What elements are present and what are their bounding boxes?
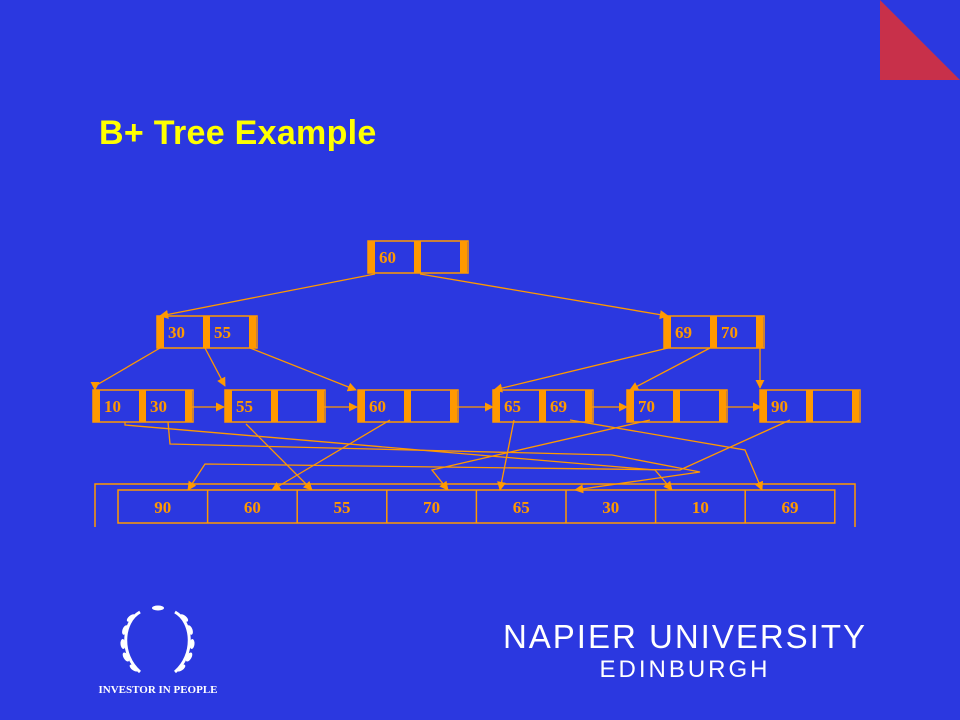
record-ptr-55: [245, 423, 313, 491]
record-ptr-90: [187, 419, 791, 491]
corner-fold-icon: [880, 0, 960, 80]
tree-nodes: 60 30 55 69 70 10 30 55 60 65 69 70 90: [92, 240, 861, 423]
record-cell: 10: [692, 498, 709, 517]
record-ptr-65: [497, 419, 515, 491]
leaf-node: 65 69: [492, 389, 594, 423]
leaf-node: 90: [759, 389, 861, 423]
node-key: 69: [675, 323, 692, 342]
node-key: 55: [214, 323, 231, 342]
record-cell: 55: [334, 498, 351, 517]
node-key: 55: [236, 397, 253, 416]
internal-node: 69 70: [663, 315, 765, 349]
root-node: 60: [367, 240, 469, 274]
record-cell: 69: [782, 498, 799, 517]
record-ptr-30: [167, 421, 701, 494]
node-key: 65: [504, 397, 521, 416]
leaf-node: 60: [357, 389, 459, 423]
record-file: 90 60 55 70 65 30 10 69: [117, 489, 836, 524]
edge-root-right: [419, 273, 669, 320]
leaf-node: 70: [626, 389, 728, 423]
internal-node: 30 55: [156, 315, 258, 349]
edge-int1-leaf2: [204, 347, 226, 387]
node-key: 10: [104, 397, 121, 416]
edge-int1-leaf1: [90, 347, 161, 391]
node-key: 70: [638, 397, 655, 416]
record-file-outline: [94, 483, 856, 527]
edge-int1-leaf3: [249, 347, 357, 392]
record-cell: 90: [154, 498, 171, 517]
leaf-node: 55: [224, 389, 326, 423]
edge-root-left: [159, 273, 376, 319]
node-key: 30: [150, 397, 167, 416]
record-ptr-69: [569, 419, 763, 491]
node-key: 30: [168, 323, 185, 342]
record-cell: 65: [513, 498, 530, 517]
node-key: 69: [550, 397, 567, 416]
slide-title: B+ Tree Example: [99, 114, 377, 152]
edge-int2-leaf5: [629, 347, 711, 391]
leaf-node: 10 30: [92, 389, 194, 423]
node-key: 60: [379, 248, 396, 267]
record-cell: 30: [602, 498, 619, 517]
record-cell: 60: [244, 498, 261, 517]
tree-edges: [90, 273, 791, 494]
record-cell: 70: [423, 498, 440, 517]
node-key: 90: [771, 397, 788, 416]
record-ptr-70: [430, 419, 651, 491]
node-key: 60: [369, 397, 386, 416]
record-ptr-10: [124, 422, 673, 491]
node-key: 70: [721, 323, 738, 342]
edge-int2-leaf4: [493, 347, 669, 393]
record-ptr-60: [271, 419, 391, 491]
